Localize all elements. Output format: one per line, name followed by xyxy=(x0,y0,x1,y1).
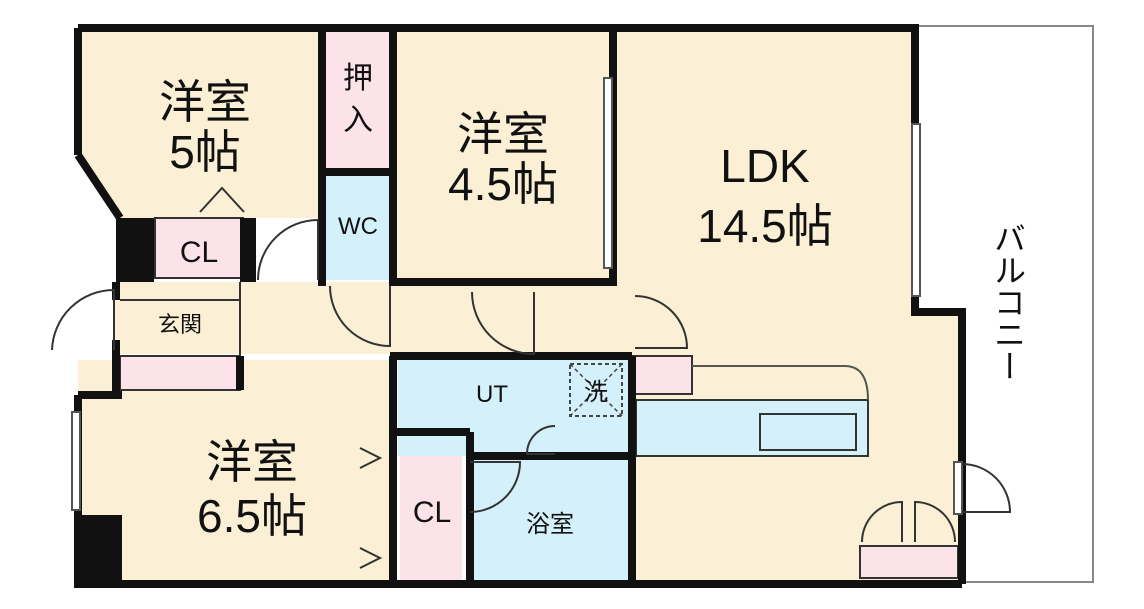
bath-fill xyxy=(470,456,628,580)
entrance-label: 玄関 xyxy=(158,312,202,337)
washer-label: 洗 xyxy=(584,379,608,406)
room-65-size: 6.5帖 xyxy=(197,490,307,542)
room-45-fill xyxy=(395,30,613,282)
wc-label: WC xyxy=(338,213,378,240)
cl-lower-label: CL xyxy=(413,496,451,529)
room-5-fill xyxy=(80,30,320,218)
bath-label: 浴室 xyxy=(526,511,574,538)
kitchen-hood xyxy=(692,365,869,401)
oshiire-label-2: 入 xyxy=(343,104,373,137)
ut-label: UT xyxy=(476,381,508,408)
wc-fill xyxy=(326,172,390,280)
room-45-name: 洋室 xyxy=(457,108,549,160)
balcony-label: バルコニー xyxy=(990,222,1026,382)
washer-cross xyxy=(569,363,623,417)
cl-lower-fill xyxy=(400,440,462,580)
walls xyxy=(74,24,966,588)
room-45-size: 4.5帖 xyxy=(448,158,558,210)
ut-fill xyxy=(398,356,628,456)
entrance-shelf xyxy=(119,355,241,391)
washer-space xyxy=(569,363,623,417)
ldk-bottom-shelf xyxy=(859,545,959,579)
doors xyxy=(51,186,1012,569)
wall-block-2 xyxy=(74,515,122,584)
wall-block-1 xyxy=(116,218,154,282)
oshiire-fill xyxy=(326,30,390,170)
ldk-shelf xyxy=(631,355,693,395)
ldk-size: 14.5帖 xyxy=(697,200,833,252)
hallway-fill xyxy=(115,282,635,354)
wall-block-3 xyxy=(240,218,256,282)
room-5-size: 5帖 xyxy=(169,126,241,178)
room-65-fill xyxy=(78,360,396,580)
room-5-name: 洋室 xyxy=(159,76,251,128)
ldk-name: LDK xyxy=(720,140,810,192)
windows xyxy=(71,77,963,515)
room-65-name: 洋室 xyxy=(206,436,298,488)
kitchen-sink xyxy=(759,413,857,451)
oshiire-label-1: 押 xyxy=(343,62,373,95)
cl-upper-label: CL xyxy=(180,236,218,269)
